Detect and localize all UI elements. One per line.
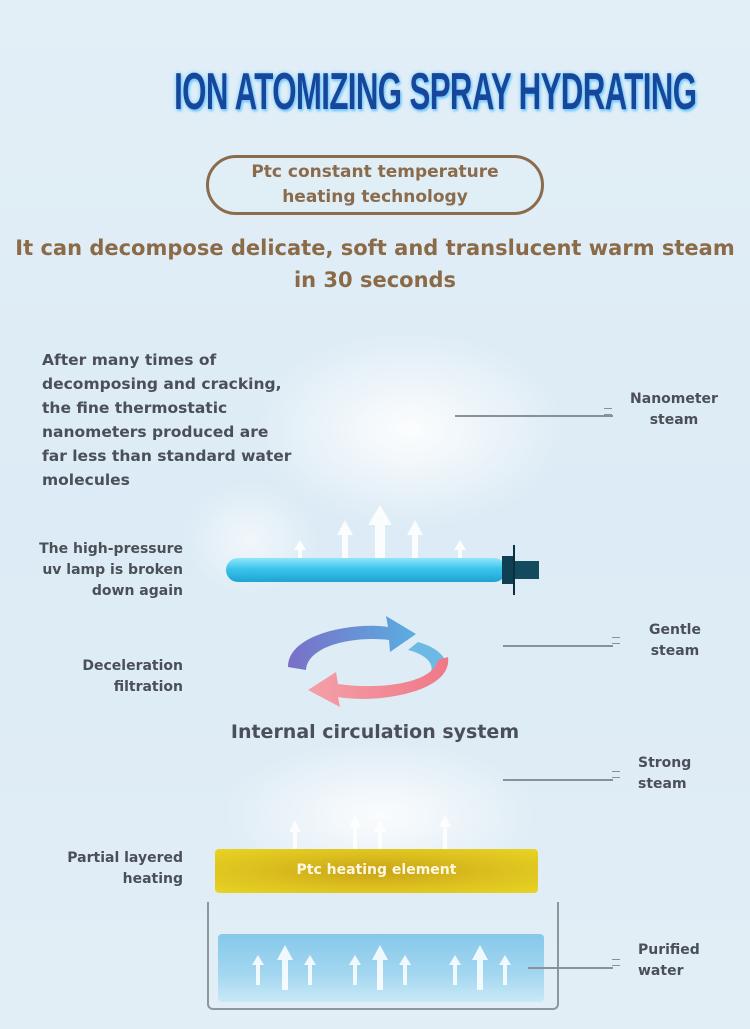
callout-line (528, 967, 613, 969)
label-line: filtration (113, 679, 183, 695)
label-line: steam (638, 776, 687, 792)
title-container: ION ATOMIZING SPRAY HYDRATING (0, 62, 750, 122)
steam-arrows-icon (294, 505, 466, 560)
subtitle-line: It can decompose delicate, soft and tran… (15, 236, 735, 260)
label-deceleration: Deceleration filtration (13, 656, 183, 698)
technology-badge: Ptc constant temperature heating technol… (206, 155, 544, 215)
label-uv-lamp: The high-pressure uv lamp is broken down… (13, 539, 183, 602)
label-line: Gentle (649, 622, 701, 638)
uv-lamp-cap-icon (502, 556, 515, 584)
water-tank (207, 902, 559, 1010)
label-line: The high-pressure (39, 541, 183, 557)
label-line: heating (122, 871, 183, 887)
callout-line (503, 779, 613, 781)
callout-marker-icon (604, 408, 612, 415)
page-title: ION ATOMIZING SPRAY HYDRATING (174, 63, 697, 121)
water-arrows-icon (252, 945, 511, 990)
callout-line (455, 415, 613, 417)
label-line: Strong (638, 755, 692, 771)
circulation-arrows-icon (288, 616, 449, 707)
intro-line: far less than standard water (42, 447, 292, 465)
intro-text: After many times of decomposing and crac… (42, 348, 302, 492)
label-strong-steam: Strong steam (638, 753, 692, 795)
label-gentle-steam: Gentle steam (640, 620, 710, 662)
subtitle-line: in 30 seconds (293, 268, 457, 292)
circulation-label: Internal circulation system (230, 721, 520, 743)
label-line: uv lamp is broken (42, 562, 183, 578)
label-line: steam (650, 643, 700, 659)
label-line: Nanometer (630, 391, 718, 407)
uv-lamp-icon (226, 558, 506, 582)
intro-line: molecules (42, 471, 130, 489)
callout-marker-icon (612, 637, 620, 644)
badge-line: heating technology (282, 187, 468, 207)
intro-line: nanometers produced are (42, 423, 269, 441)
label-line: water (638, 963, 684, 979)
label-nanometer-steam: Nanometer steam (622, 389, 726, 431)
intro-line: After many times of (42, 351, 217, 369)
label-line: steam (649, 412, 699, 428)
callout-marker-icon (612, 771, 620, 778)
intro-line: decomposing and cracking, (42, 375, 282, 393)
label-line: Partial layered (67, 850, 183, 866)
callout-marker-icon (612, 959, 620, 966)
intro-line: the fine thermostatic (42, 399, 228, 417)
label-purified-water: Purified water (638, 940, 702, 982)
label-line: down again (91, 583, 183, 599)
label-line: Purified (638, 942, 700, 958)
steam-arrows-icon (289, 815, 451, 855)
label-line: Deceleration (82, 658, 183, 674)
label-partial-heating: Partial layered heating (13, 848, 183, 890)
uv-lamp-pin (513, 545, 515, 595)
badge-line: Ptc constant temperature (251, 162, 499, 182)
callout-line (503, 645, 613, 647)
subtitle: It can decompose delicate, soft and tran… (10, 232, 740, 296)
uv-lamp-cap-icon (515, 561, 539, 579)
ptc-heating-element: Ptc heating element (215, 849, 538, 893)
